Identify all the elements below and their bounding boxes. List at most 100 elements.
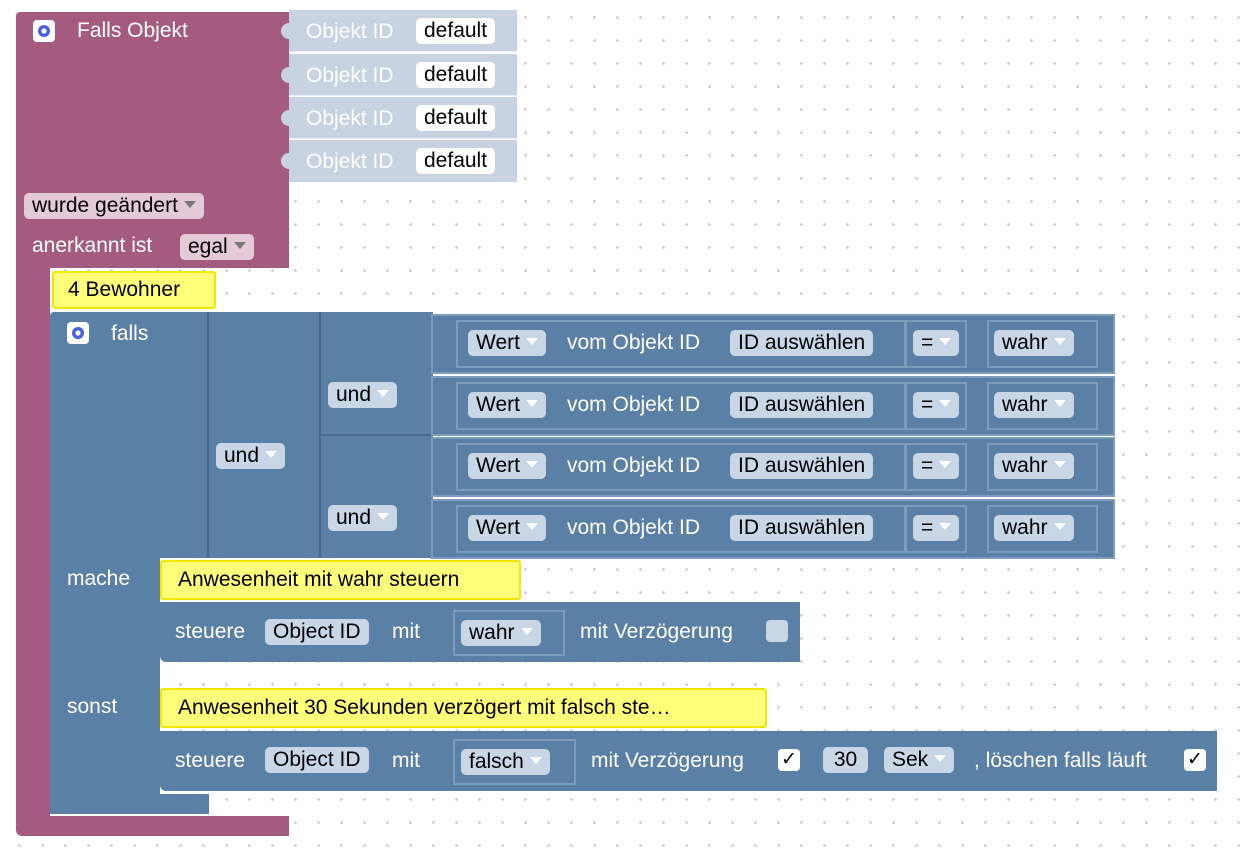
- and-operator-dropdown[interactable]: und: [216, 443, 286, 469]
- objekt-id-label: Objekt ID: [306, 150, 394, 173]
- objekt-id-field[interactable]: default: [416, 18, 496, 44]
- operator-value: =: [921, 393, 934, 416]
- trigger-block[interactable]: [16, 12, 289, 268]
- objekt-id-label: Objekt ID: [306, 20, 394, 43]
- object-id-text: vom Objekt ID: [567, 516, 701, 539]
- unit-dropdown[interactable]: Sek: [884, 747, 955, 773]
- operator-dropdown[interactable]: =: [913, 453, 960, 479]
- connector-tab: [281, 110, 289, 126]
- chevron-down-icon: [1053, 522, 1066, 530]
- objekt-id-label: Objekt ID: [306, 64, 394, 87]
- chevron-down-icon: [939, 460, 952, 468]
- if-block-body: [50, 558, 160, 814]
- chevron-down-icon: [525, 460, 538, 468]
- attribute-dropdown[interactable]: Wert: [468, 330, 546, 356]
- steuere-label: steuere: [175, 620, 246, 643]
- chevron-down-icon: [1053, 460, 1066, 468]
- and-block-inner-1[interactable]: [319, 312, 433, 436]
- object-id-picker[interactable]: ID auswählen: [730, 515, 874, 541]
- attribute-value: Wert: [476, 331, 520, 354]
- and-block-inner-2[interactable]: [319, 436, 433, 558]
- operator-value: =: [921, 331, 934, 354]
- comment-bewohner-text: 4 Bewohner: [68, 278, 181, 301]
- and-operator-dropdown[interactable]: und: [328, 382, 398, 408]
- delay-label: mit Verzögerung: [591, 749, 744, 772]
- chevron-down-icon: [934, 754, 947, 762]
- objekt-id-field[interactable]: default: [416, 62, 496, 88]
- operator-dropdown[interactable]: =: [913, 392, 960, 418]
- trigger-title: Falls Objekt: [77, 19, 188, 42]
- object-id-text: vom Objekt ID: [567, 393, 701, 416]
- delay-checkbox[interactable]: ✓: [778, 749, 800, 771]
- objekt-id-field[interactable]: default: [416, 105, 496, 131]
- comment-sonst[interactable]: Anwesenheit 30 Sekunden verzögert mit fa…: [160, 688, 767, 728]
- attribute-value: Wert: [476, 516, 520, 539]
- boolean-dropdown[interactable]: wahr: [994, 330, 1074, 356]
- object-id-picker[interactable]: Object ID: [265, 619, 369, 645]
- boolean-value: wahr: [1002, 516, 1048, 539]
- comment-sonst-text: Anwesenheit 30 Sekunden verzögert mit fa…: [178, 696, 671, 719]
- connector-tab: [281, 153, 289, 169]
- delay-value-field[interactable]: 30: [823, 747, 868, 773]
- unit-value: Sek: [892, 748, 929, 771]
- boolean-dropdown[interactable]: wahr: [461, 620, 541, 646]
- chevron-down-icon: [939, 522, 952, 530]
- object-id-text: vom Objekt ID: [567, 454, 701, 477]
- chevron-down-icon: [529, 756, 542, 764]
- attribute-value: Wert: [476, 393, 520, 416]
- attribute-dropdown[interactable]: Wert: [468, 392, 546, 418]
- mit-label: mit: [392, 749, 420, 772]
- operator-value: =: [921, 454, 934, 477]
- comment-bewohner[interactable]: 4 Bewohner: [52, 271, 216, 309]
- gear-icon[interactable]: [33, 20, 55, 42]
- chevron-down-icon: [525, 522, 538, 530]
- chevron-down-icon: [1053, 337, 1066, 345]
- ack-dropdown[interactable]: egal: [180, 234, 254, 260]
- operator-value: =: [921, 516, 934, 539]
- clear-label: , löschen falls läuft: [974, 749, 1147, 772]
- and-operator-value: und: [336, 506, 372, 529]
- chevron-down-icon: [939, 399, 952, 407]
- boolean-dropdown[interactable]: falsch: [461, 749, 550, 775]
- get-value-block[interactable]: [456, 443, 906, 491]
- chevron-down-icon: [939, 337, 952, 345]
- sonst-label: sonst: [67, 695, 118, 718]
- object-id-picker[interactable]: ID auswählen: [730, 330, 874, 356]
- and-operator-value: und: [336, 383, 372, 406]
- attribute-value: Wert: [476, 454, 520, 477]
- chevron-down-icon: [183, 200, 196, 208]
- steuere-label: steuere: [175, 749, 246, 772]
- if-block-bottom: [50, 794, 209, 814]
- boolean-value: wahr: [1002, 393, 1048, 416]
- and-block-outer[interactable]: [207, 312, 321, 558]
- boolean-dropdown[interactable]: wahr: [994, 392, 1074, 418]
- clear-checkbox[interactable]: ✓: [1184, 749, 1206, 771]
- change-type-dropdown[interactable]: wurde geändert: [24, 193, 204, 219]
- boolean-value: wahr: [1002, 331, 1048, 354]
- object-id-picker[interactable]: Object ID: [265, 747, 369, 773]
- comment-mache[interactable]: Anwesenheit mit wahr steuern: [160, 560, 521, 600]
- operator-dropdown[interactable]: =: [913, 330, 960, 356]
- change-type-value: wurde geändert: [32, 194, 178, 217]
- gear-icon[interactable]: [67, 322, 89, 344]
- object-id-picker[interactable]: ID auswählen: [730, 453, 874, 479]
- object-id-picker[interactable]: ID auswählen: [730, 392, 874, 418]
- attribute-dropdown[interactable]: Wert: [468, 515, 546, 541]
- chevron-down-icon: [520, 627, 533, 635]
- attribute-dropdown[interactable]: Wert: [468, 453, 546, 479]
- objekt-id-label: Objekt ID: [306, 107, 394, 130]
- boolean-dropdown[interactable]: wahr: [994, 453, 1074, 479]
- if-block[interactable]: [50, 312, 209, 558]
- boolean-dropdown[interactable]: wahr: [994, 515, 1074, 541]
- operator-dropdown[interactable]: =: [913, 515, 960, 541]
- objekt-id-field[interactable]: default: [416, 148, 496, 174]
- chevron-down-icon: [377, 512, 390, 520]
- trigger-block-bottom: [16, 816, 289, 836]
- and-operator-value: und: [224, 444, 260, 467]
- ack-label: anerkannt ist: [32, 234, 153, 257]
- and-operator-dropdown[interactable]: und: [328, 505, 398, 531]
- delay-label: mit Verzögerung: [580, 620, 733, 643]
- delay-checkbox[interactable]: [766, 620, 788, 642]
- comment-mache-text: Anwesenheit mit wahr steuern: [178, 568, 460, 591]
- ack-value: egal: [188, 235, 228, 258]
